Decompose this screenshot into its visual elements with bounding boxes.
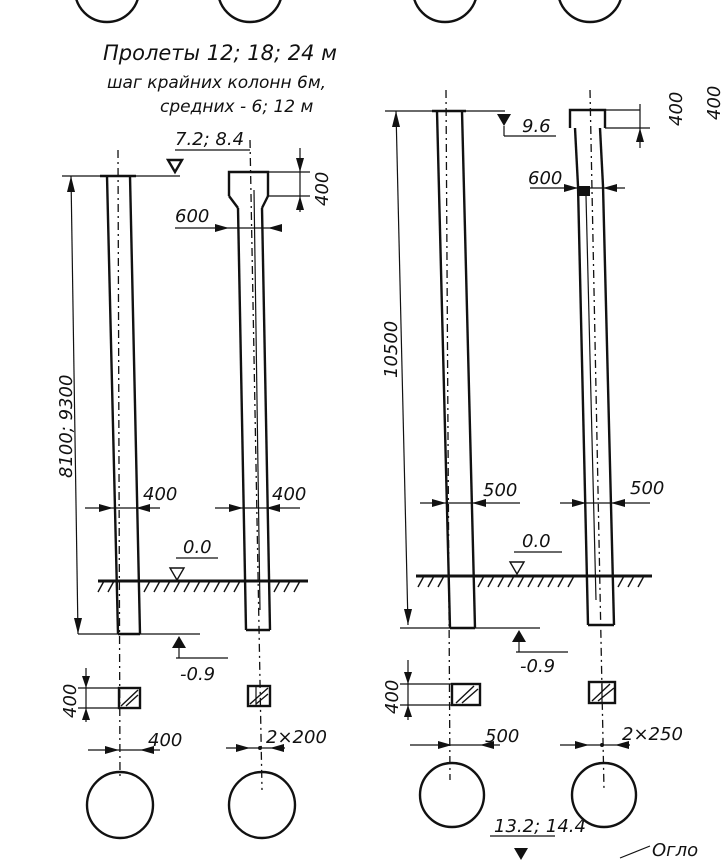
header-line-3: средних - 6; 12 м bbox=[160, 97, 313, 117]
right-lower-mark: 13.2; 14.4 bbox=[490, 816, 586, 860]
right-sections: 400 500 2×250 bbox=[382, 660, 683, 749]
left-bottom-mark: -0.9 bbox=[78, 633, 228, 685]
right-console-width-label: 600 bbox=[528, 168, 562, 189]
left-height-dim: 8100; 9300 bbox=[56, 175, 82, 635]
right-bottom-mark-label: -0.9 bbox=[520, 656, 555, 677]
left-ground-line: 0.0 bbox=[97, 537, 308, 593]
right-height-dim: 10500 bbox=[381, 110, 412, 626]
left-middle-section-label: 2×200 bbox=[266, 727, 327, 748]
left-console-width-label: 600 bbox=[175, 206, 209, 227]
top-axis-markers bbox=[75, 0, 622, 24]
left-height-label: 8100; 9300 bbox=[56, 375, 77, 478]
right-ground-mark: 0.0 bbox=[522, 531, 551, 552]
right-console-height-label: 400 bbox=[666, 92, 687, 126]
right-middle-width-label: 500 bbox=[630, 478, 664, 499]
middle-column-left bbox=[227, 139, 272, 791]
right-edge-section-label: 500 bbox=[485, 726, 519, 747]
edge-fragment-top-right: 400 bbox=[704, 86, 721, 120]
axis-marker-right-middle bbox=[570, 761, 638, 829]
left-edge-section-label: 400 bbox=[148, 730, 182, 751]
left-width-dims: 400 400 bbox=[85, 484, 306, 512]
header-line-2: шаг крайних колонн 6м, bbox=[107, 73, 326, 93]
right-lower-mark-label: 13.2; 14.4 bbox=[494, 816, 586, 837]
left-top-mark: 7.2; 8.4 bbox=[62, 129, 250, 177]
header-line-1: Пролеты 12; 18; 24 м bbox=[103, 41, 337, 65]
leader-line bbox=[619, 845, 651, 859]
left-ground-mark: 0.0 bbox=[183, 537, 212, 558]
edge-column-right bbox=[432, 89, 477, 781]
right-section-height-label: 400 bbox=[382, 680, 403, 714]
axis-marker-left-edge bbox=[85, 770, 155, 840]
left-bottom-mark-label: -0.9 bbox=[180, 664, 215, 685]
right-console-dims: 400 600 bbox=[528, 92, 687, 192]
left-top-mark-label: 7.2; 8.4 bbox=[175, 129, 244, 150]
middle-column-right bbox=[568, 89, 616, 791]
right-bottom-mark: -0.9 bbox=[400, 627, 568, 677]
right-top-mark: 9.6 bbox=[385, 110, 556, 137]
right-ground-line: 0.0 bbox=[416, 531, 652, 588]
axis-marker-right-edge bbox=[418, 761, 486, 829]
right-middle-section-label: 2×250 bbox=[622, 724, 683, 745]
right-edge-width-label: 500 bbox=[483, 480, 517, 501]
left-section-height-label: 400 bbox=[60, 684, 81, 718]
left-edge-width-label: 400 bbox=[143, 484, 177, 505]
axis-marker-left-middle bbox=[227, 770, 297, 840]
edge-column-left bbox=[100, 149, 142, 781]
edge-fragment-bottom-right: Огло bbox=[652, 840, 698, 860]
right-width-dims: 500 500 bbox=[420, 478, 664, 507]
left-middle-width-label: 400 bbox=[272, 484, 306, 505]
right-top-mark-label: 9.6 bbox=[522, 116, 551, 137]
left-group: 7.2; 8.4 8100; 9300 400 bbox=[56, 129, 333, 840]
right-group: 9.6 10500 400 bbox=[381, 89, 687, 860]
left-sections: 400 400 2×200 bbox=[60, 668, 327, 754]
left-console-dims: 400 600 bbox=[175, 148, 333, 232]
left-console-height-label: 400 bbox=[312, 172, 333, 206]
right-height-label: 10500 bbox=[381, 321, 402, 378]
